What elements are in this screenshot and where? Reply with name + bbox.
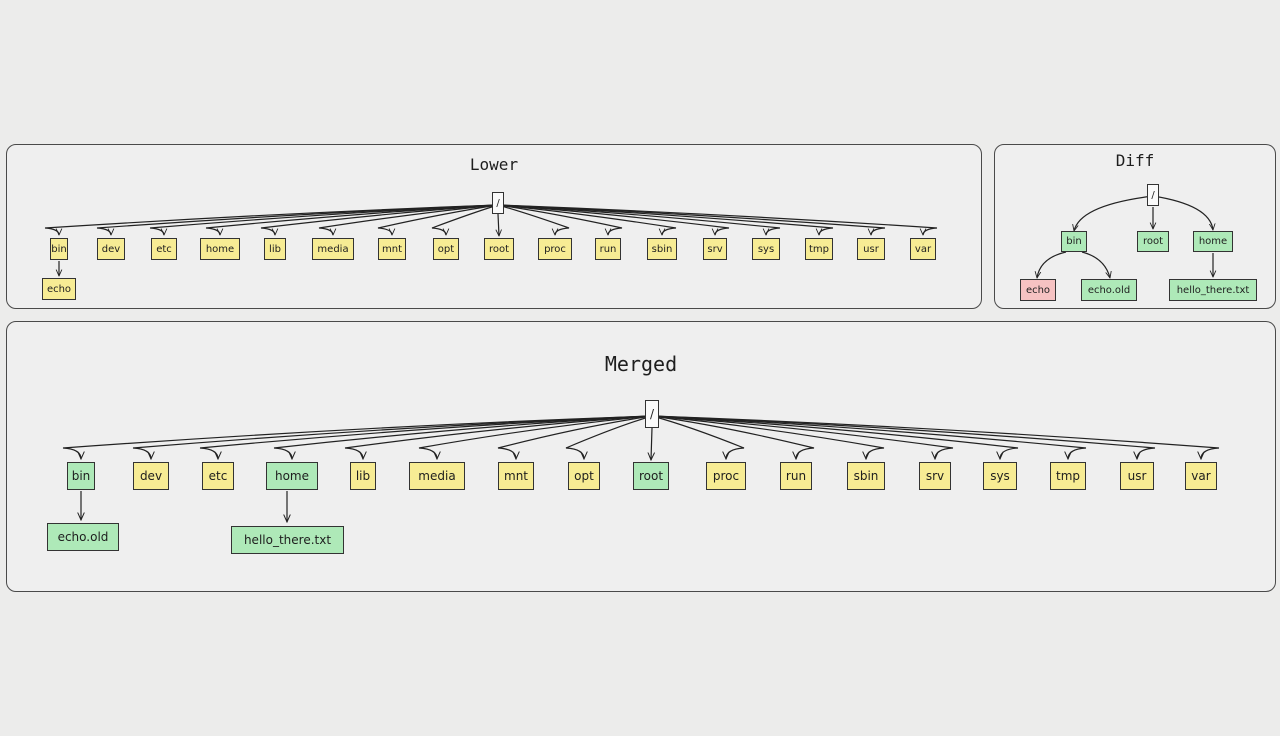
merged-node-bin: bin xyxy=(67,462,95,490)
lower-node-home: home xyxy=(200,238,240,260)
diff-node-root: root xyxy=(1137,231,1169,252)
merged-node-srv: srv xyxy=(919,462,951,490)
merged-panel: Merged xyxy=(6,321,1276,592)
merged-node-usr: usr xyxy=(1120,462,1154,490)
merged-node-dev: dev xyxy=(133,462,169,490)
diff-title: Diff xyxy=(1115,151,1155,170)
lower-node-media: media xyxy=(312,238,354,260)
lower-node-usr: usr xyxy=(857,238,885,260)
merged-title: Merged xyxy=(604,352,678,376)
merged-node-home: home xyxy=(266,462,318,490)
merged-node-media: media xyxy=(409,462,465,490)
merged-node-etc: etc xyxy=(202,462,234,490)
merged-node-tmp: tmp xyxy=(1050,462,1086,490)
merged-node-sbin: sbin xyxy=(847,462,885,490)
merged-node-sys: sys xyxy=(983,462,1017,490)
lower-node-echo: echo xyxy=(42,278,76,300)
diff-node-echo: echo xyxy=(1020,279,1056,301)
lower-node-etc: etc xyxy=(151,238,177,260)
merged-node-opt: opt xyxy=(568,462,600,490)
lower-node-tmp: tmp xyxy=(805,238,833,260)
merged-node-echo-old: echo.old xyxy=(47,523,119,551)
lower-node-root: root xyxy=(484,238,514,260)
lower-node-sbin: sbin xyxy=(647,238,677,260)
diff-node-hello-there: hello_there.txt xyxy=(1169,279,1257,301)
merged-node-run: run xyxy=(780,462,812,490)
merged-node-var: var xyxy=(1185,462,1217,490)
lower-node-opt: opt xyxy=(433,238,459,260)
lower-node-run: run xyxy=(595,238,621,260)
lower-node-sys: sys xyxy=(752,238,780,260)
diff-node-echo-old: echo.old xyxy=(1081,279,1137,301)
diff-node-home: home xyxy=(1193,231,1233,252)
lower-node-proc: proc xyxy=(538,238,572,260)
lower-node-mnt: mnt xyxy=(378,238,406,260)
lower-node-srv: srv xyxy=(703,238,727,260)
merged-root-node: / xyxy=(645,400,659,428)
merged-node-hello-there: hello_there.txt xyxy=(231,526,344,554)
lower-node-lib: lib xyxy=(264,238,286,260)
lower-node-bin: bin xyxy=(50,238,68,260)
merged-node-proc: proc xyxy=(706,462,746,490)
lower-root-node: / xyxy=(492,192,504,214)
lower-panel: Lower xyxy=(6,144,982,309)
lower-node-dev: dev xyxy=(97,238,125,260)
diff-root-node: / xyxy=(1147,184,1159,206)
merged-node-root: root xyxy=(633,462,669,490)
merged-node-mnt: mnt xyxy=(498,462,534,490)
lower-title: Lower xyxy=(469,155,519,174)
diff-node-bin: bin xyxy=(1061,231,1087,252)
merged-node-lib: lib xyxy=(350,462,376,490)
lower-node-var: var xyxy=(910,238,936,260)
